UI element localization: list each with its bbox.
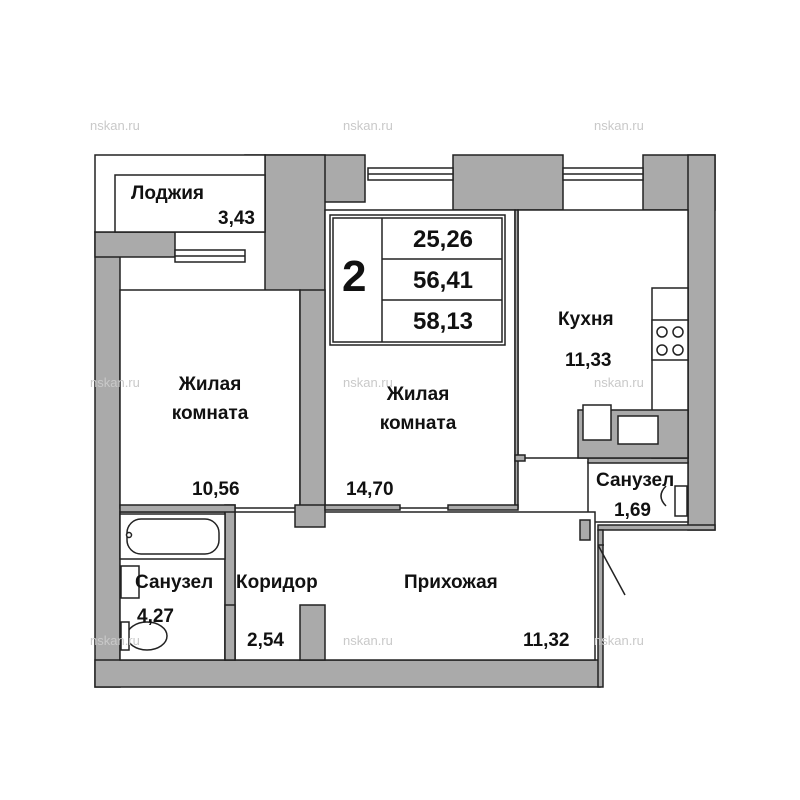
corridor-name: Коридор xyxy=(236,572,318,593)
doors xyxy=(597,544,626,596)
watermark-text: nskan.ru xyxy=(343,375,393,390)
kitchen-area: 11,33 xyxy=(565,350,612,371)
living-left-area: 10,56 xyxy=(192,479,240,500)
watermark-text: nskan.ru xyxy=(90,118,140,133)
windows xyxy=(174,167,644,263)
living-left-name-1: Жилая xyxy=(178,374,242,395)
watermark-text: nskan.ru xyxy=(594,633,644,648)
hall-name: Прихожая xyxy=(404,572,498,593)
watermark-text: nskan.ru xyxy=(343,118,393,133)
partitions xyxy=(119,209,689,661)
total-area-value: 56,41 xyxy=(412,267,474,294)
living-center-area: 14,70 xyxy=(346,479,394,500)
loggia-area: 3,43 xyxy=(218,208,255,229)
wc-fixtures xyxy=(660,485,688,517)
wc-small-name: Санузел xyxy=(596,470,675,491)
living-center-name-2: комната xyxy=(379,413,457,434)
bath-fixtures xyxy=(119,513,226,651)
info-box xyxy=(329,214,506,346)
bathroom-area: 4,27 xyxy=(137,606,174,627)
loggia-name: Лоджия xyxy=(131,183,204,204)
wc-small-area: 1,69 xyxy=(614,500,651,521)
rooms-count: 2 xyxy=(342,252,367,301)
living-area-value: 25,26 xyxy=(412,226,474,253)
kitchen-name: Кухня xyxy=(558,309,614,330)
watermark-text: nskan.ru xyxy=(90,633,140,648)
kitchen-fixtures xyxy=(577,287,689,459)
total-with-balcony-value: 58,13 xyxy=(412,308,474,335)
hall-area: 11,32 xyxy=(523,630,570,651)
watermark-text: nskan.ru xyxy=(594,118,644,133)
living-center-name-1: Жилая xyxy=(386,384,450,405)
watermark-text: nskan.ru xyxy=(594,375,644,390)
bathroom-name: Санузел xyxy=(135,572,214,593)
living-left-name-2: комната xyxy=(171,403,249,424)
watermark-text: nskan.ru xyxy=(343,633,393,648)
watermark-text: nskan.ru xyxy=(90,375,140,390)
corridor-area: 2,54 xyxy=(247,630,284,651)
